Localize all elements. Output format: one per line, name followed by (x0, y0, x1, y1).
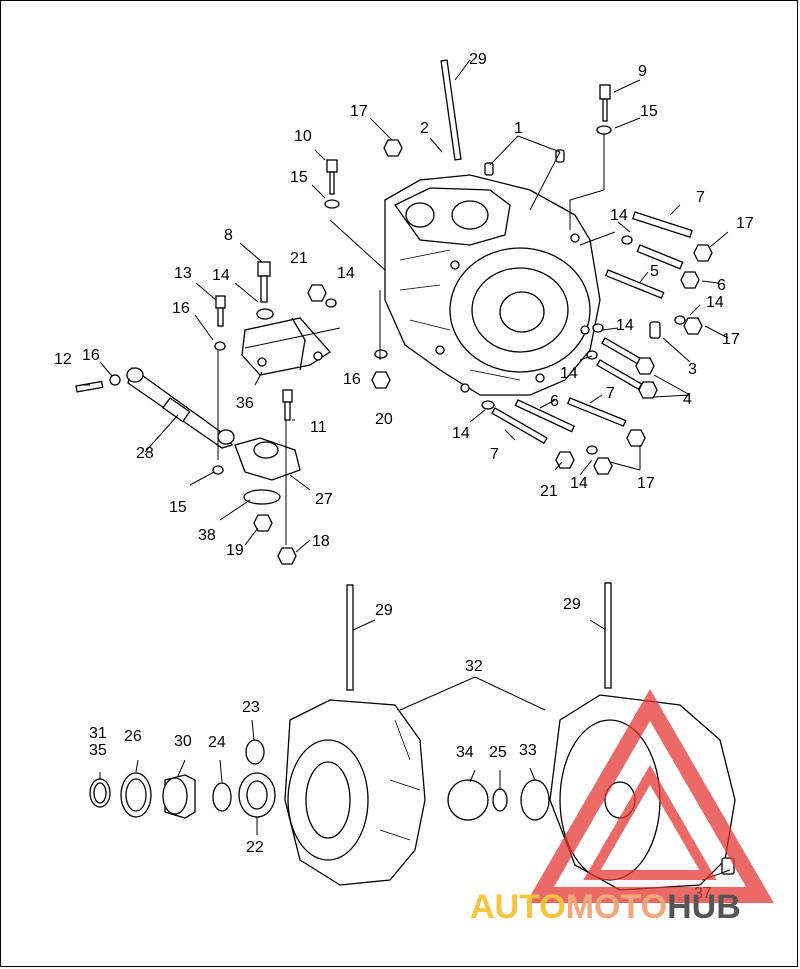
callout-36: 36 (236, 395, 254, 412)
upper-crankcase (384, 174, 601, 396)
callout-7-a: 7 (696, 189, 705, 206)
callout-16-a: 16 (172, 300, 190, 317)
engine-mount-assembly (75, 261, 331, 565)
callout-14-c: 14 (212, 267, 230, 284)
callout-19: 19 (226, 542, 244, 559)
callout-29-top: 29 (469, 51, 487, 68)
watermark-text: AUTOMOTOHUB (470, 888, 741, 926)
callout-10: 10 (294, 128, 312, 145)
callout-34: 34 (456, 744, 474, 761)
callout-21-a: 21 (290, 250, 308, 267)
leader-lines (80, 59, 731, 881)
callout-20: 20 (375, 411, 393, 428)
callout-27: 27 (315, 491, 333, 508)
callout-14-b: 14 (337, 265, 355, 282)
callout-13: 13 (174, 265, 192, 282)
callout-14-f: 14 (560, 365, 578, 382)
callout-14-h: 14 (570, 475, 588, 492)
callout-16-c: 16 (343, 371, 361, 388)
callout-11: 11 (310, 419, 327, 436)
callout-4: 4 (683, 391, 692, 408)
callout-9: 9 (638, 63, 647, 80)
callout-15-c: 15 (169, 499, 187, 516)
callout-7-c: 7 (490, 446, 499, 463)
callout-12: 12 (54, 351, 72, 368)
callout-14-g: 14 (452, 425, 470, 442)
callout-32: 32 (465, 658, 483, 675)
watermark-auto: AUTO (470, 888, 566, 926)
callout-22: 22 (246, 839, 264, 856)
callout-21-b: 21 (540, 483, 558, 500)
watermark-hub: HUB (667, 888, 741, 926)
callout-33: 33 (519, 742, 537, 759)
callout-38: 38 (198, 527, 216, 544)
callout-17-b: 17 (736, 215, 754, 232)
callout-14-d: 14 (706, 294, 724, 311)
callout-7-b: 7 (606, 385, 615, 402)
watermark-moto: MOTO (566, 888, 667, 926)
callout-6-a: 6 (717, 277, 726, 294)
callout-2: 2 (420, 120, 429, 137)
callout-31: 31 (89, 725, 107, 742)
callout-3: 3 (688, 361, 697, 378)
callout-17-c: 17 (722, 331, 740, 348)
watermark-triangle (526, 689, 774, 903)
callout-26: 26 (124, 728, 142, 745)
callout-30: 30 (174, 733, 192, 750)
callout-28: 28 (136, 445, 154, 462)
callout-17-d: 17 (637, 475, 655, 492)
callout-5: 5 (650, 263, 659, 280)
watermark-logo (526, 689, 774, 903)
callout-16-b: 16 (82, 347, 100, 364)
callout-14-e: 14 (616, 317, 634, 334)
callout-17-a: 17 (350, 103, 368, 120)
callout-15-a: 15 (640, 103, 658, 120)
callout-1: 1 (514, 120, 523, 137)
bolts-upper (307, 59, 713, 475)
callout-23: 23 (242, 699, 260, 716)
callout-25: 25 (489, 744, 507, 761)
callout-29-right: 29 (563, 596, 581, 613)
callout-29-left: 29 (375, 602, 393, 619)
callout-35: 35 (89, 742, 107, 759)
callout-6-b: 6 (550, 393, 559, 410)
callout-8: 8 (224, 227, 233, 244)
lower-left-case (284, 584, 426, 886)
callout-24: 24 (208, 734, 226, 751)
callout-14-a: 14 (610, 207, 628, 224)
callout-15-b: 15 (290, 169, 308, 186)
callout-18: 18 (312, 533, 330, 550)
